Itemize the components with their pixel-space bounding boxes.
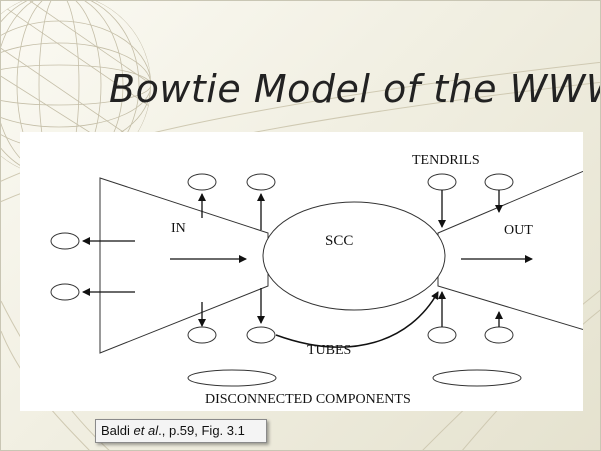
bowtie-diagram: TENDRILS IN SCC OUT TUBES DISCONNECTED C…	[20, 132, 583, 411]
bowtie-diagram-svg: TENDRILS IN SCC OUT TUBES DISCONNECTED C…	[50, 153, 583, 407]
label-scc: SCC	[325, 233, 353, 249]
label-tubes: TUBES	[307, 343, 351, 358]
disconnected-component-2	[432, 369, 522, 387]
out-cone	[437, 170, 583, 331]
label-tendrils: TENDRILS	[412, 153, 480, 168]
left-node-1	[50, 232, 80, 250]
citation-rest: ., p.59, Fig. 3.1	[158, 423, 245, 438]
label-out: OUT	[504, 223, 533, 238]
tube-start-node	[246, 326, 276, 344]
out-tendril-bottom-2	[484, 326, 514, 344]
in-tendril-top-1	[187, 173, 217, 191]
in-cone	[99, 177, 269, 354]
citation-author: Baldi	[101, 423, 130, 438]
slide-title: Bowtie Model of the WWW	[109, 67, 601, 111]
citation-box: Baldi et al., p.59, Fig. 3.1	[95, 419, 267, 443]
citation-et-al: et al	[133, 423, 159, 438]
label-in: IN	[171, 221, 186, 236]
tube-arrow	[275, 291, 439, 348]
scc-core	[262, 201, 446, 311]
label-disconnected-components: DISCONNECTED COMPONENTS	[205, 392, 411, 407]
disconnected-component-1	[187, 369, 277, 387]
out-tendril-bottom-1	[427, 326, 457, 344]
in-tendril-top-2	[246, 173, 276, 191]
out-tendril-top-1	[427, 173, 457, 191]
left-node-2	[50, 283, 80, 301]
in-tendril-bottom-1	[187, 326, 217, 344]
out-tendril-top-2	[484, 173, 514, 191]
